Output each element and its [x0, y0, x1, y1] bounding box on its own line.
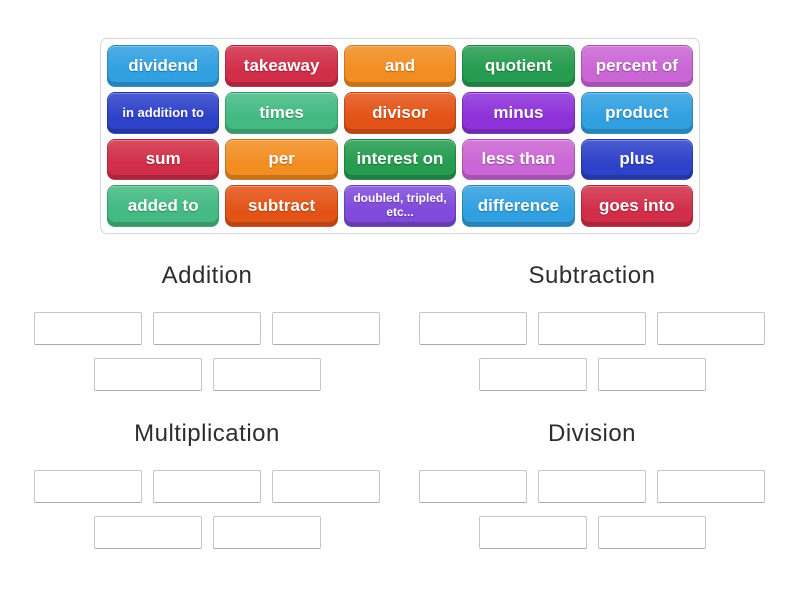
word-tile[interactable]: subtract	[225, 185, 338, 227]
group-title: Multiplication	[134, 420, 280, 447]
drop-slot[interactable]	[272, 312, 380, 345]
drop-slot[interactable]	[419, 312, 527, 345]
word-tile[interactable]: added to	[107, 185, 220, 227]
drop-slot[interactable]	[153, 312, 261, 345]
drop-slot[interactable]	[478, 358, 587, 391]
word-tile[interactable]: in addition to	[107, 91, 220, 134]
drop-slot[interactable]	[538, 470, 646, 503]
word-tile[interactable]: per	[225, 138, 338, 181]
drop-slot[interactable]	[93, 516, 202, 549]
drop-slot[interactable]	[597, 358, 706, 391]
word-tile[interactable]: product	[580, 91, 693, 134]
group-title: Division	[547, 420, 637, 447]
group-addition: Addition	[29, 262, 385, 404]
slot-row	[29, 312, 385, 345]
group-subtraction: Subtraction	[414, 262, 770, 404]
group-multiplication: Multiplication	[29, 420, 385, 562]
word-tile[interactable]: dividend	[107, 45, 220, 87]
drop-slot[interactable]	[657, 312, 765, 345]
drop-slot[interactable]	[212, 358, 321, 391]
word-tile[interactable]: minus	[462, 91, 575, 134]
drop-slot[interactable]	[34, 312, 142, 345]
word-tile[interactable]: less than	[462, 138, 575, 181]
drop-slot[interactable]	[272, 470, 380, 503]
drop-slot[interactable]	[93, 358, 202, 391]
word-tile[interactable]: percent of	[580, 45, 693, 87]
slot-row	[414, 312, 770, 345]
drop-slot[interactable]	[478, 516, 587, 549]
drop-slot[interactable]	[153, 470, 261, 503]
word-tile[interactable]: takeaway	[225, 45, 338, 87]
word-tile[interactable]: times	[225, 91, 338, 134]
group-title: Subtraction	[528, 262, 656, 289]
slot-row	[29, 358, 385, 391]
slot-row	[29, 470, 385, 503]
group-title: Addition	[161, 262, 253, 289]
drop-slot[interactable]	[212, 516, 321, 549]
word-tile[interactable]: quotient	[462, 45, 575, 87]
word-bank: dividend takeaway and quotient percent o…	[100, 38, 700, 234]
word-tile[interactable]: goes into	[580, 185, 693, 227]
word-tile[interactable]: plus	[580, 138, 693, 181]
word-tile[interactable]: divisor	[343, 91, 457, 134]
drop-slot[interactable]	[597, 516, 706, 549]
drop-slot[interactable]	[34, 470, 142, 503]
word-tile[interactable]: doubled, tripled, etc...	[343, 185, 457, 227]
slot-row	[414, 516, 770, 549]
drop-slot[interactable]	[419, 470, 527, 503]
slot-row	[414, 358, 770, 391]
word-tile[interactable]: and	[343, 45, 457, 87]
drop-slot[interactable]	[538, 312, 646, 345]
group-division: Division	[414, 420, 770, 562]
drop-slot[interactable]	[657, 470, 765, 503]
slot-row	[414, 470, 770, 503]
word-tile[interactable]: difference	[462, 185, 575, 227]
word-tile[interactable]: interest on	[343, 138, 457, 181]
word-tile[interactable]: sum	[107, 138, 220, 181]
slot-row	[29, 516, 385, 549]
